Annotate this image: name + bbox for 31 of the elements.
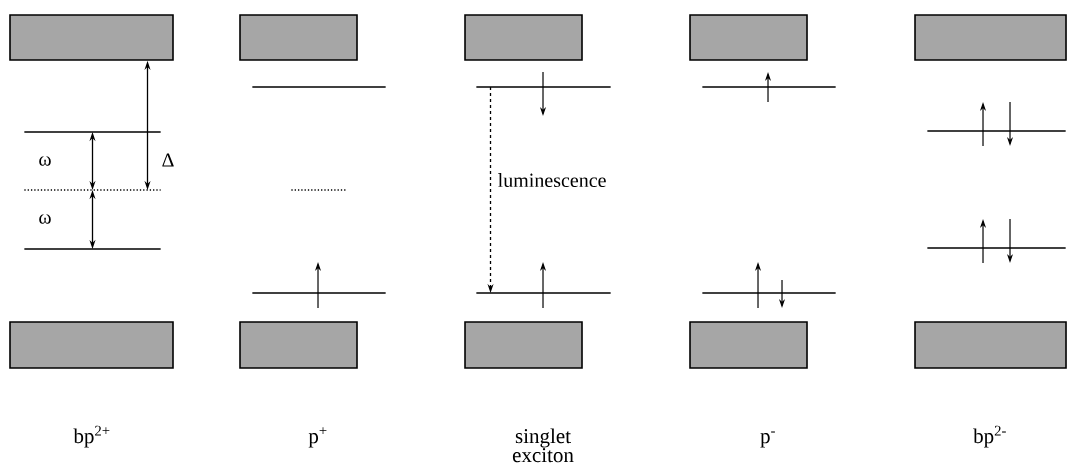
band-box [689, 321, 808, 369]
column-label: bp$^{2+}$ [73, 425, 110, 448]
level-line [251, 292, 387, 294]
band-box [914, 14, 1067, 61]
level-line [926, 130, 1067, 132]
edge-label: Δ [160, 152, 176, 168]
dotted-level-line [23, 189, 162, 191]
band-box [9, 321, 174, 369]
edge-label: ω [37, 213, 53, 225]
column-label: p$^{-}$ [760, 431, 775, 448]
dotted-level-line [290, 189, 347, 191]
band-box [464, 321, 583, 369]
level-line [926, 247, 1067, 249]
level-line [475, 86, 612, 88]
level-line [23, 248, 162, 250]
edge-label: luminescence [496, 171, 608, 189]
level-line [475, 292, 612, 294]
column-label: bp$^{2-}$ [973, 425, 1006, 448]
level-line [701, 292, 837, 294]
band-box [914, 321, 1067, 369]
band-box [689, 14, 808, 61]
level-line [23, 131, 162, 133]
edge-label: ω [37, 155, 53, 167]
band-box [239, 321, 358, 369]
band-box [464, 14, 583, 61]
level-line [251, 86, 387, 88]
band-box [9, 14, 174, 61]
column-label: singlet exciton [512, 428, 574, 463]
level-line [701, 86, 837, 88]
column-label: p$^{+}$ [308, 427, 327, 448]
band-box [239, 14, 358, 61]
